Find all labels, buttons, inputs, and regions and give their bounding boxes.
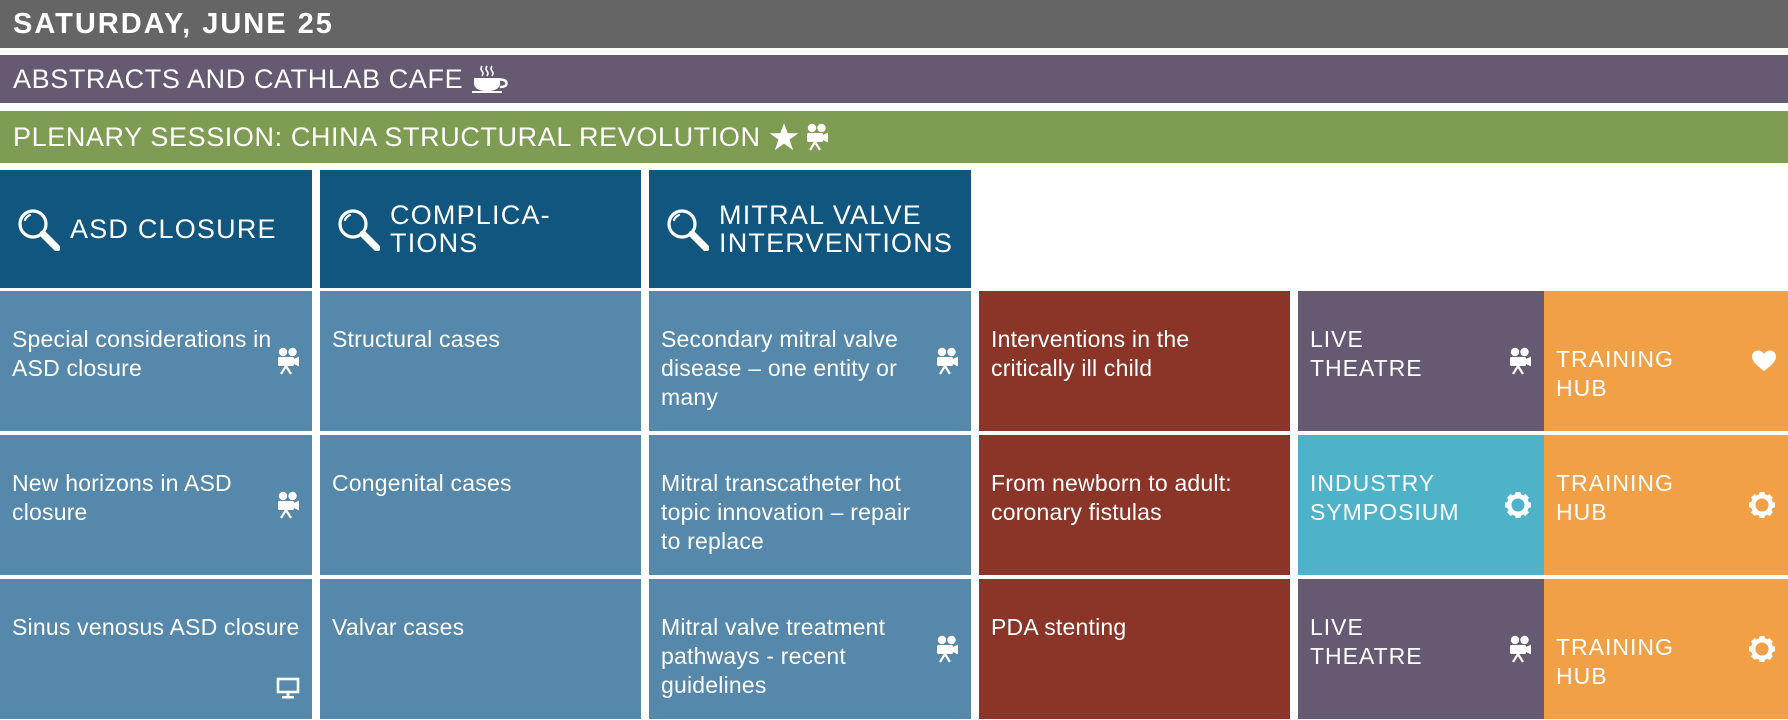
- star-icon: [769, 122, 799, 152]
- session-cell: Secondary mitral valve disease – one ent…: [649, 291, 971, 431]
- venue-label-line1: TRAINING: [1556, 634, 1674, 660]
- venue-cell-live-theatre: LIVE THEATRE: [1298, 579, 1544, 719]
- column-title-line1: MITRAL VALVE: [719, 200, 922, 230]
- venue-label-line2: HUB: [1556, 663, 1608, 689]
- session-cell: Congenital cases: [320, 435, 641, 575]
- video-camera-icon: [805, 122, 829, 152]
- column-title-line2: TIONS: [390, 228, 479, 258]
- session-cell: New horizons in ASD closure: [0, 435, 312, 575]
- venue-label-line1: LIVE: [1310, 326, 1364, 352]
- venue-label-line2: THEATRE: [1310, 355, 1423, 381]
- venue-label-line2: HUB: [1556, 375, 1608, 401]
- coffee-cup-icon: [471, 64, 509, 94]
- date-text: SATURDAY, JUNE 25: [13, 7, 334, 40]
- column-header-complications: COMPLICA- TIONS: [320, 170, 641, 288]
- session-title: New horizons in ASD closure: [12, 470, 232, 525]
- session-cell: Structural cases: [320, 291, 641, 431]
- plenary-text: PLENARY SESSION: CHINA STRUCTURAL REVOLU…: [13, 121, 761, 152]
- heart-icon: [1752, 350, 1776, 372]
- date-banner: SATURDAY, JUNE 25: [0, 0, 1788, 48]
- session-title: Mitral transcatheter hot topic innovatio…: [661, 470, 911, 554]
- column-title-line2: INTERVENTIONS: [719, 228, 954, 258]
- magnifier-icon: [336, 207, 380, 251]
- session-title: From newborn to adult: coronary fistulas: [991, 470, 1232, 525]
- gear-icon: [1748, 491, 1776, 519]
- session-title: Congenital cases: [332, 470, 512, 496]
- plenary-banner: PLENARY SESSION: CHINA STRUCTURAL REVOLU…: [0, 111, 1788, 163]
- session-cell: Special considerations in ASD closure: [0, 291, 312, 431]
- column-title-line1: COMPLICA-: [390, 200, 551, 230]
- venue-label-line1: TRAINING: [1556, 470, 1674, 496]
- session-title: Mitral valve treatment pathways - recent…: [661, 614, 886, 698]
- session-title: Secondary mitral valve disease – one ent…: [661, 326, 899, 410]
- column-header-asd-closure: ASD CLOSURE: [0, 170, 312, 288]
- session-title: Valvar cases: [332, 614, 465, 640]
- monitor-icon: [276, 677, 300, 699]
- gear-icon: [1748, 635, 1776, 663]
- session-cell: Valvar cases: [320, 579, 641, 719]
- venue-cell-training-hub: TRAINING HUB: [1544, 435, 1788, 575]
- session-cell: Sinus venosus ASD closure: [0, 579, 312, 719]
- venue-label-line1: TRAINING: [1556, 346, 1674, 372]
- abstracts-text: ABSTRACTS AND CATHLAB CAFE: [13, 63, 464, 94]
- column-title: ASD CLOSURE: [70, 214, 277, 244]
- abstracts-banner: ABSTRACTS AND CATHLAB CAFE: [0, 55, 1788, 103]
- venue-cell-training-hub: TRAINING HUB: [1544, 291, 1788, 431]
- video-camera-icon: [935, 347, 959, 375]
- magnifier-icon: [16, 207, 60, 251]
- magnifier-icon: [665, 207, 709, 251]
- session-cell: Interventions in the critically ill chil…: [979, 291, 1290, 431]
- session-title: Interventions in the critically ill chil…: [991, 326, 1190, 381]
- video-camera-icon: [935, 635, 959, 663]
- video-camera-icon: [1508, 635, 1532, 663]
- venue-label-line1: INDUSTRY: [1310, 470, 1436, 496]
- video-camera-icon: [276, 347, 300, 375]
- gear-icon: [1504, 491, 1532, 519]
- session-title: Special considerations in ASD closure: [12, 326, 272, 381]
- venue-label-line2: SYMPOSIUM: [1310, 499, 1460, 525]
- venue-cell-industry-symposium: INDUSTRY SYMPOSIUM: [1298, 435, 1544, 575]
- session-cell: Mitral valve treatment pathways - recent…: [649, 579, 971, 719]
- video-camera-icon: [276, 491, 300, 519]
- venue-cell-live-theatre: LIVE THEATRE: [1298, 291, 1544, 431]
- venue-label-line2: THEATRE: [1310, 643, 1423, 669]
- video-camera-icon: [1508, 347, 1532, 375]
- session-cell: Mitral transcatheter hot topic innovatio…: [649, 435, 971, 575]
- venue-label-line1: LIVE: [1310, 614, 1364, 640]
- venue-label-line2: HUB: [1556, 499, 1608, 525]
- session-title: Sinus venosus ASD closure: [12, 614, 300, 640]
- session-cell: From newborn to adult: coronary fistulas: [979, 435, 1290, 575]
- session-title: Structural cases: [332, 326, 501, 352]
- session-title: PDA stenting: [991, 614, 1127, 640]
- session-cell: PDA stenting: [979, 579, 1290, 719]
- column-header-mitral-valve: MITRAL VALVE INTERVENTIONS: [649, 170, 971, 288]
- venue-cell-training-hub: TRAINING HUB: [1544, 579, 1788, 719]
